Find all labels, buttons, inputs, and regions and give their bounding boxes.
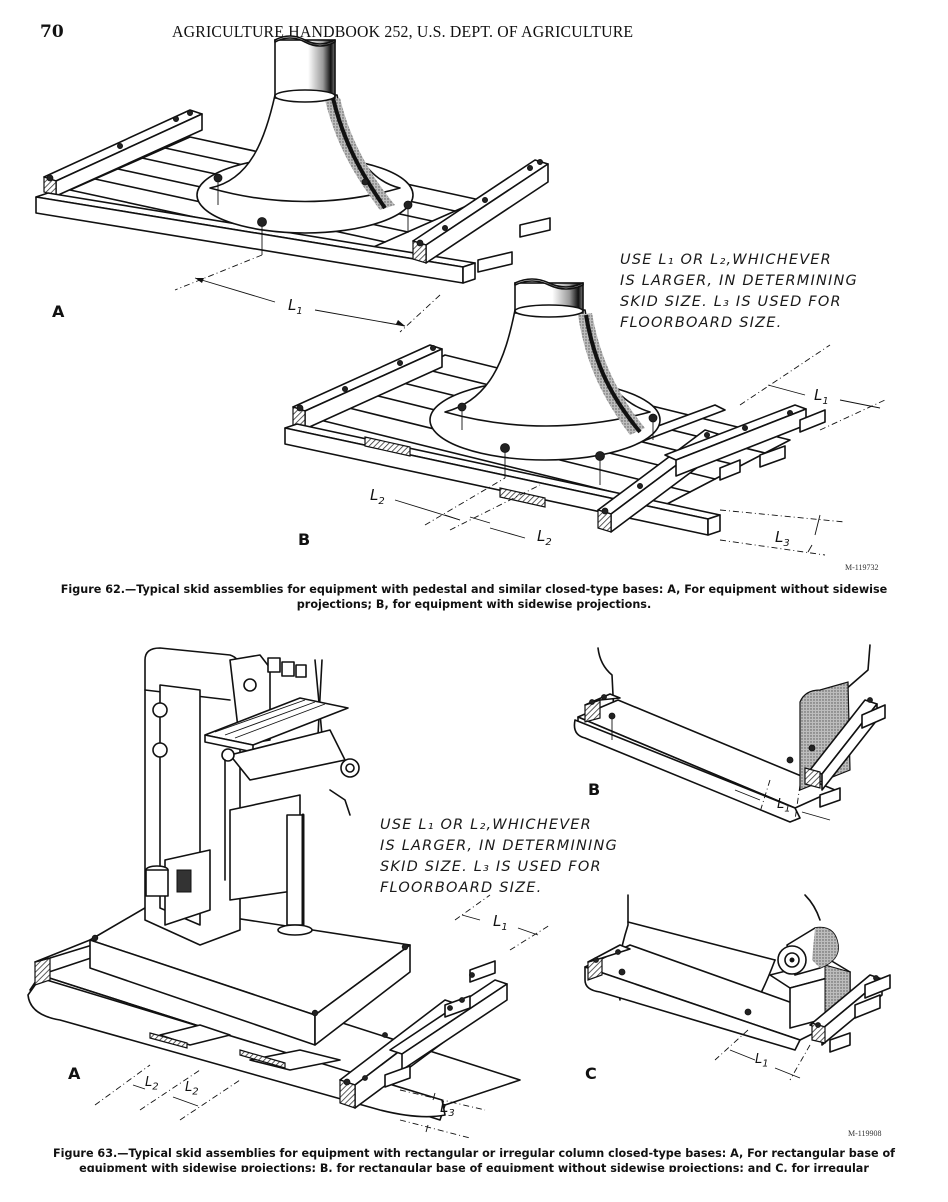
cleat-left [292,344,443,430]
dimension-l1 [174,254,441,333]
dim-label-l3: L3 [775,528,790,549]
dim-label-l1-b: L1 [814,386,829,407]
dim-label-l1: L1 [288,296,303,317]
fig62-caption: Figure 62.—Typical skid assemblies for e… [60,583,888,611]
dim-label-l1-a: L1 [493,912,508,933]
dimension-lines [394,344,886,556]
fig62-negative-number: M-119732 [845,563,879,572]
fig63-panel-a-label: A [68,1064,81,1083]
cleat-right [339,960,508,1109]
cleat-left [43,109,203,197]
fig62-panel-a-label: A [52,302,65,321]
dim-label-l2-left: L2 [370,486,385,507]
dim-label-l2-right: L2 [537,527,552,548]
cleat-right [412,158,551,273]
page-crop-edge [0,1172,948,1202]
fig63-panel-b-label: B [588,780,601,799]
fig62-panel-b-label: B [298,530,311,549]
dim-label-l3: L3 [440,1098,455,1119]
fig63-c-dim-label-l1: L1 [755,1052,769,1070]
block [499,487,546,508]
skid-front [35,192,476,284]
milling-machine [144,647,360,946]
fig63-negative-number: M-119908 [848,1129,882,1138]
fig63-panel-c-label: C [585,1064,597,1083]
page-number: 70 [40,22,64,42]
outline-left [597,647,615,716]
fig62-note: USE L₁ OR L₂,WHICHEVER IS LARGER, IN DET… [620,252,858,331]
fig63-caption: Figure 63.—Typical skid assemblies for e… [52,1147,896,1175]
outline-right [844,644,871,691]
pedestal [196,35,414,255]
dim-label-l2-left: L2 [145,1075,159,1093]
block [364,436,411,457]
pedestal [429,278,661,485]
machine-base [89,904,411,1046]
dim-label-l2-right: L2 [185,1080,199,1098]
dimension-lines [94,894,551,1139]
fig63-note: USE L₁ OR L₂,WHICHEVER IS LARGER, IN DET… [380,817,618,896]
cleat-right [597,404,826,533]
fig63-b-dim-label-l1: L1 [777,797,791,815]
